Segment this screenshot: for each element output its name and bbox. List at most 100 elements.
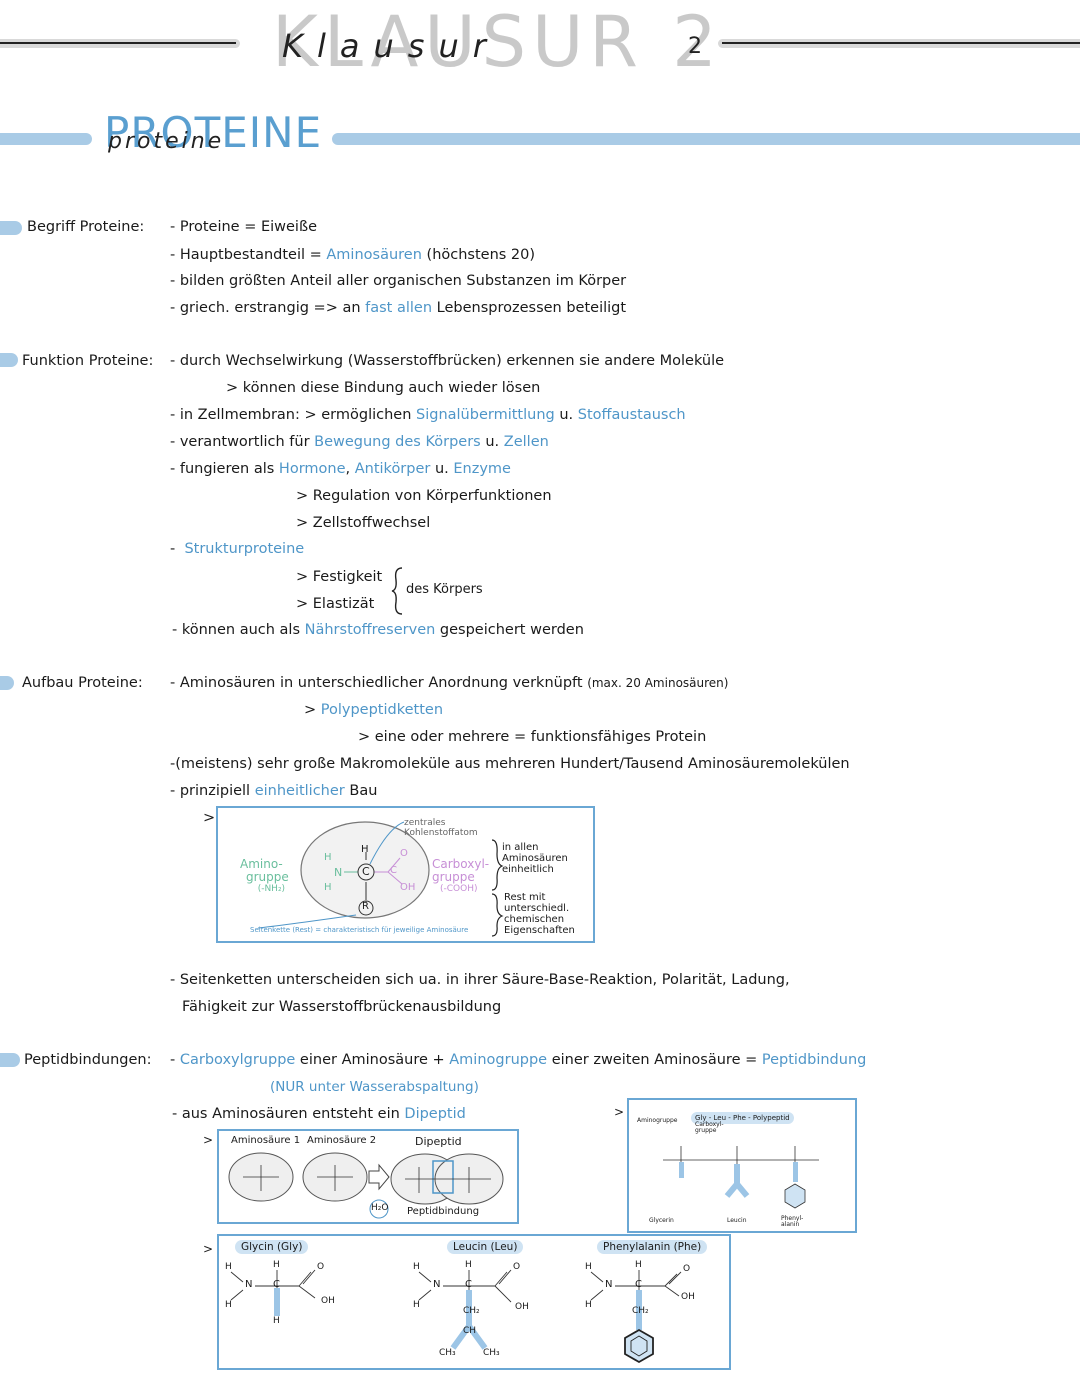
label-line: (-NH₂) [257,884,286,894]
section-bar-right [332,133,1080,145]
aufbau-line-2: > Polypeptidketten [304,701,443,719]
atom-C-carboxyl: C [390,865,397,876]
line-text: - in Zellmembran: > ermöglichen [170,407,417,423]
amino-acid-diagram: zentrales Kohlenstoffatom H H N H C C O … [216,806,595,943]
line-text: - Hauptbestandteil = [170,247,327,263]
peptid-label: Peptidbindungen: [24,1052,152,1068]
line-text: einer Aminosäure + [295,1052,450,1068]
funktion-line-9: > Festigkeit [296,569,383,585]
aufbau-line-6: - Seitenketten unterscheiden sich ua. in… [170,972,790,988]
header-line-left-ink [0,42,236,44]
highlight-term: Strukturproteine [184,541,305,557]
highlight-term: Hormone [278,461,346,477]
highlight-term: Aminogruppe [449,1052,548,1068]
polypeptid-diagram: Aminogruppe Gly - Leu - Phe - Polypeptid… [627,1098,857,1233]
atom-H-left: H [324,852,332,863]
line-text: (höchstens 20) [421,247,536,263]
bullet-marker [0,676,14,690]
box3-arrow: > [203,1242,214,1256]
as2-label: Aminosäure 2 [307,1135,377,1146]
atom-N: N [334,866,343,879]
line-text: u. [480,434,504,450]
line-text: gespeichert werden [435,622,584,638]
line-text: u. [430,461,454,477]
highlight-term: Polypeptidketten [320,702,444,718]
bullet-marker [0,353,18,367]
highlight-term: Stoffaustausch [577,407,686,423]
peptid-line-1: - Carboxylgruppe einer Aminosäure + Amin… [170,1051,866,1069]
aufbau-line-5: - prinzipiell einheitlicher Bau [170,782,377,800]
line-text: - [170,541,176,557]
bullet-marker [0,221,22,235]
phe-H-top: H [635,1260,642,1270]
funktion-line-10: > Elastizät [296,596,375,612]
line-text: , [345,461,355,477]
right-label-2: Rest mit unterschiedl. chemischen Eigens… [504,892,575,936]
carboxyl-group-label: Carboxyl- gruppe (-COOH) [432,857,490,895]
phenylalanin-label: Phenyl-alanin [781,1215,804,1228]
highlight-term: Bewegung des Körpers [314,434,481,450]
funktion-line-5: - fungieren als Hormone, Antikörper u. E… [170,460,511,478]
atom-H-top: H [361,844,369,855]
leu-CH: CH [463,1326,477,1336]
begriff-line-1: - Proteine = Eiweiße [170,218,317,236]
label-line: Carboxyl- [432,857,490,871]
line-text: Lebensprozessen beteiligt [432,300,627,316]
dipeptid-label: Dipeptid [415,1135,462,1148]
phe-O: O [683,1264,691,1274]
highlight-term: Antikörper [354,461,431,477]
peptid-line-2: (NUR unter Wasserabspaltung) [270,1079,479,1095]
label-line: (-COOH) [440,884,478,894]
peptidbindung-label: Peptidbindung [407,1206,480,1217]
section-title: PROTEINE [104,108,323,157]
gly-C: C [273,1279,280,1290]
leu-H2: H [413,1300,420,1310]
highlight-term: einheitlicher [254,783,345,799]
atom-O: O [400,848,408,859]
highlight-term: Peptidbindung [761,1052,867,1068]
funktion-line-11: - können auch als Nährstoffreserven gesp… [172,621,584,639]
line-text: einer zweiten Aminosäure = [547,1052,762,1068]
line-text: - Aminosäuren in unterschiedlicher Anord… [170,675,583,691]
label-line: Amino- [240,857,283,871]
begriff-label: Begriff Proteine: [27,219,145,235]
atom-H-left-bottom: H [324,882,332,893]
curly-brace [391,567,403,615]
line-text: - bilden größten Anteil aller organische… [170,273,627,289]
leu-CH2: CH₂ [463,1306,480,1316]
leu-N: N [433,1279,441,1290]
zentral-label: zentrales Kohlenstoffatom [404,818,478,838]
highlight-term: Nährstoffreserven [304,622,436,638]
funktion-line-6: > Regulation von Körperfunktionen [296,488,552,504]
line-text: - verantwortlich für [170,434,315,450]
header-title: KLAUSUR 2 [272,1,723,83]
begriff-line-3: - bilden größten Anteil aller organische… [170,272,626,290]
amino-group-label: Amino- gruppe (-NH₂) [234,857,289,895]
as1-label: Aminosäure 1 [231,1135,301,1146]
leu-C: C [465,1279,472,1290]
leu-H-top: H [465,1260,472,1270]
funktion-label: Funktion Proteine: [22,353,154,369]
begriff-line-4: - griech. erstrangig => an fast allen Le… [170,299,626,317]
line-text: - prinzipiell [170,783,255,799]
line-text: u. [554,407,578,423]
phe-H1: H [585,1262,592,1272]
leu-H1: H [413,1262,420,1272]
gly-N: N [245,1279,253,1290]
polypeptid-structure [663,1146,819,1209]
aufbau-line-4: -(meistens) sehr große Makromoleküle aus… [170,756,850,772]
gly-OH: OH [321,1296,335,1306]
amino-acid-structure [257,821,430,929]
polypeptid-chain-label: Gly - Leu - Phe - Polypeptid [691,1112,794,1124]
highlight-term: Zellen [503,434,549,450]
header-script: Klausur [282,27,500,65]
gly-H-side: H [273,1316,280,1326]
line-text: - Proteine = Eiweiße [170,219,318,235]
funktion-line-7: > Zellstoffwechsel [296,515,431,531]
funktion-line-3: - in Zellmembran: > ermöglichen Signalüb… [170,406,686,424]
box1-arrow: > [203,1133,214,1147]
dipeptid-diagram: Aminosäure 1 Aminosäure 2 Dipeptid H₂O P… [217,1129,519,1224]
line-text: Bau [344,783,378,799]
line-note: (max. 20 Aminosäuren) [587,676,729,690]
aufbau-label: Aufbau Proteine: [22,675,143,691]
